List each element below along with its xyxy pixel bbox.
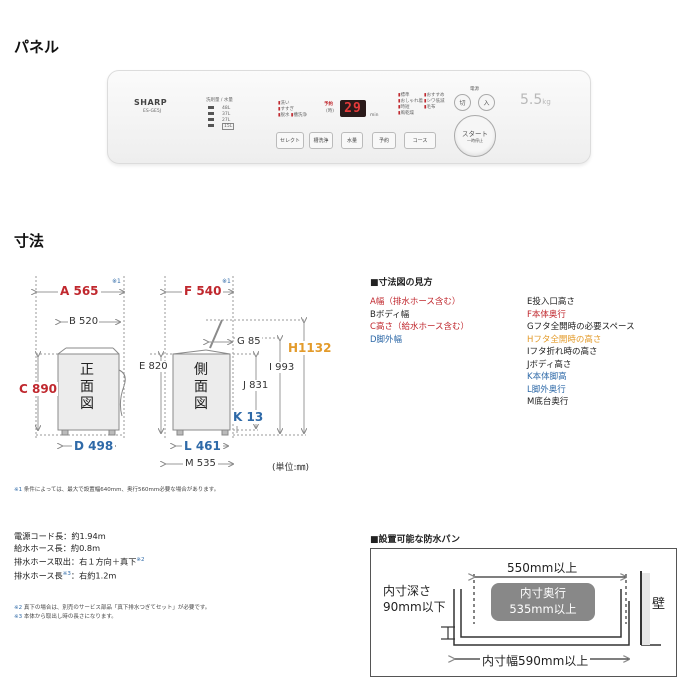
- legend-item-g: Gフタ全開時の必要スペース: [527, 322, 635, 332]
- footnote-3: ※3 本体から取出し時の長さになります。: [14, 614, 117, 620]
- front-view-label: 正面図: [80, 362, 94, 412]
- course-standard: ▮標準: [398, 93, 410, 98]
- pan-inner-width-label: 内寸幅590mm以上: [480, 652, 591, 669]
- footnotes-bottom: ※2 真下の場合は、別売のサービス部品「真下排水つぎてセット」が必要です。 ※3…: [14, 604, 210, 622]
- label-m: M 535: [183, 458, 218, 469]
- led-digits: 29: [344, 101, 362, 116]
- drain-hose: [118, 369, 126, 417]
- model-number: ES-GE5J: [143, 109, 162, 114]
- label-a: A 565: [58, 284, 101, 298]
- legend-title: ■寸法図の見方: [370, 278, 433, 288]
- label-d: D 498: [72, 439, 116, 453]
- water-level-list: 48L 37L 27L 15L: [208, 106, 248, 130]
- water-level-button[interactable]: 水量: [341, 132, 363, 149]
- brand-logo: SHARP: [134, 98, 168, 107]
- legend-item-m: M底台奥行: [527, 397, 569, 407]
- led-display: 29: [340, 100, 366, 117]
- footnote-1: ※1 条件によっては、最大で設置幅640mm、奥行560mm必要な場合があります…: [14, 487, 220, 493]
- reserve-button[interactable]: 予約: [372, 132, 396, 149]
- legend-left: A幅（排水ホース含む） Bボディ幅 C高さ（給水ホース含む） D脚外幅: [370, 296, 469, 346]
- dimensions-heading: 寸法: [14, 232, 45, 250]
- pan-width-label: 550mm以上: [505, 559, 580, 576]
- water-level-15: 15L: [208, 123, 248, 130]
- course-blanket: ▮毛布: [424, 105, 436, 110]
- label-a-ref: ※1: [112, 278, 121, 285]
- label-e: E 820: [138, 361, 169, 372]
- select-button[interactable]: セレクト: [276, 132, 304, 149]
- spec-drain-direction: 排水ホース取出：右１方向＋真下※2: [14, 556, 145, 567]
- side-view-label: 側面図: [194, 362, 208, 412]
- legend-item-d: D脚外幅: [370, 334, 403, 345]
- water-level-48: 48L: [208, 106, 248, 112]
- display-unit: min: [370, 113, 379, 118]
- indicator-wash: ▮洗い: [278, 101, 290, 106]
- legend-item-e: E投入口高さ: [527, 297, 575, 307]
- pan-drawing: [441, 571, 661, 676]
- label-b: B 520: [68, 316, 100, 327]
- power-label: 電源: [470, 87, 479, 92]
- control-panel: SHARP ES-GE5J 洗剤量 / 水量 48L 37L 27L 15L ▮…: [107, 70, 591, 164]
- legend-right: E投入口高さ F本体奥行 Gフタ全開時の必要スペース Hフタ全開時の高さ Iフタ…: [527, 296, 635, 409]
- reserve-unit: (時): [326, 109, 335, 114]
- legend-item-j: Jボディ高さ: [527, 359, 572, 370]
- spec-power-cord: 電源コード長：約1.94m: [14, 531, 106, 541]
- wall-label: 壁: [652, 597, 666, 612]
- label-h: H1132: [287, 341, 333, 355]
- panel-heading: パネル: [14, 38, 60, 56]
- power-on-button[interactable]: 入: [478, 94, 495, 111]
- course-list-a: ▮標準 ▮おしゃれ着 ▮時短 ▮風乾燥: [398, 93, 423, 117]
- label-l: L 461: [182, 439, 223, 453]
- start-pause-button[interactable]: スタート 一時停止: [454, 115, 496, 157]
- course-delicate: ▮おしゃれ着: [398, 99, 423, 104]
- spec-drain-length: 排水ホース長※3：右約1.2m: [14, 570, 117, 581]
- pan-title: ■設置可能な防水パン: [370, 535, 460, 545]
- indicator-spin: ▮脱水 ▮槽洗浄: [278, 113, 307, 118]
- label-f-ref: ※1: [222, 278, 231, 285]
- label-g: G 85: [236, 336, 262, 347]
- label-f: F 540: [182, 284, 224, 298]
- label-i: I 993: [268, 362, 296, 373]
- front-body: [57, 353, 120, 431]
- course-list-b: ▮おすすめ ▮シワ低減 ▮毛布: [424, 93, 444, 111]
- course-button[interactable]: コース: [404, 132, 436, 149]
- tub-clean-button[interactable]: 槽洗浄: [309, 132, 333, 149]
- legend-item-k: K本体脚高: [527, 372, 567, 382]
- water-level-37: 37L: [208, 112, 248, 118]
- spec-supply-hose: 給水ホース長：約0.8m: [14, 543, 101, 553]
- process-indicators: ▮洗い ▮すすぎ ▮脱水 ▮槽洗浄: [278, 101, 307, 119]
- legend-item-h: Hフタ全開時の高さ: [527, 334, 602, 345]
- pan-outer: [453, 589, 630, 646]
- legend-item-f: F本体奥行: [527, 309, 566, 320]
- power-off-button[interactable]: 切: [454, 94, 471, 111]
- legend-item-i: Iフタ折れ時の高さ: [527, 347, 598, 357]
- spec-list: 電源コード長：約1.94m 給水ホース長：約0.8m 排水ホース取出：右１方向＋…: [14, 530, 145, 581]
- course-quick: ▮時短: [398, 105, 410, 110]
- water-level-title: 洗剤量 / 水量: [206, 98, 233, 103]
- dimension-diagrams: [0, 276, 360, 480]
- legend-item-a: A幅（排水ホース含む）: [370, 297, 461, 307]
- label-c: C 890: [18, 382, 59, 396]
- legend-item-c: C高さ（給水ホース含む）: [370, 322, 470, 332]
- course-wrinkle: ▮シワ低減: [424, 99, 445, 104]
- side-body: [172, 353, 231, 431]
- capacity-label: 5.5kg: [520, 92, 551, 108]
- label-j: J 831: [242, 380, 270, 391]
- pan-inner: [460, 589, 622, 638]
- unit-label: (単位:㎜): [272, 463, 310, 473]
- label-k: K 13: [232, 410, 265, 424]
- legend-item-l: L脚外奥行: [527, 384, 566, 395]
- course-air-dry: ▮風乾燥: [398, 111, 414, 116]
- footnote-2: ※2 真下の場合は、別売のサービス部品「真下排水つぎてセット」が必要です。: [14, 605, 211, 611]
- reserve-indicator: 予約: [324, 102, 333, 107]
- open-lid: [209, 319, 223, 349]
- water-level-27: 27L: [208, 118, 248, 124]
- legend-item-b: Bボディ幅: [370, 309, 410, 320]
- indicator-rinse: ▮すすぎ: [278, 107, 294, 112]
- course-recommended: ▮おすすめ: [424, 93, 445, 98]
